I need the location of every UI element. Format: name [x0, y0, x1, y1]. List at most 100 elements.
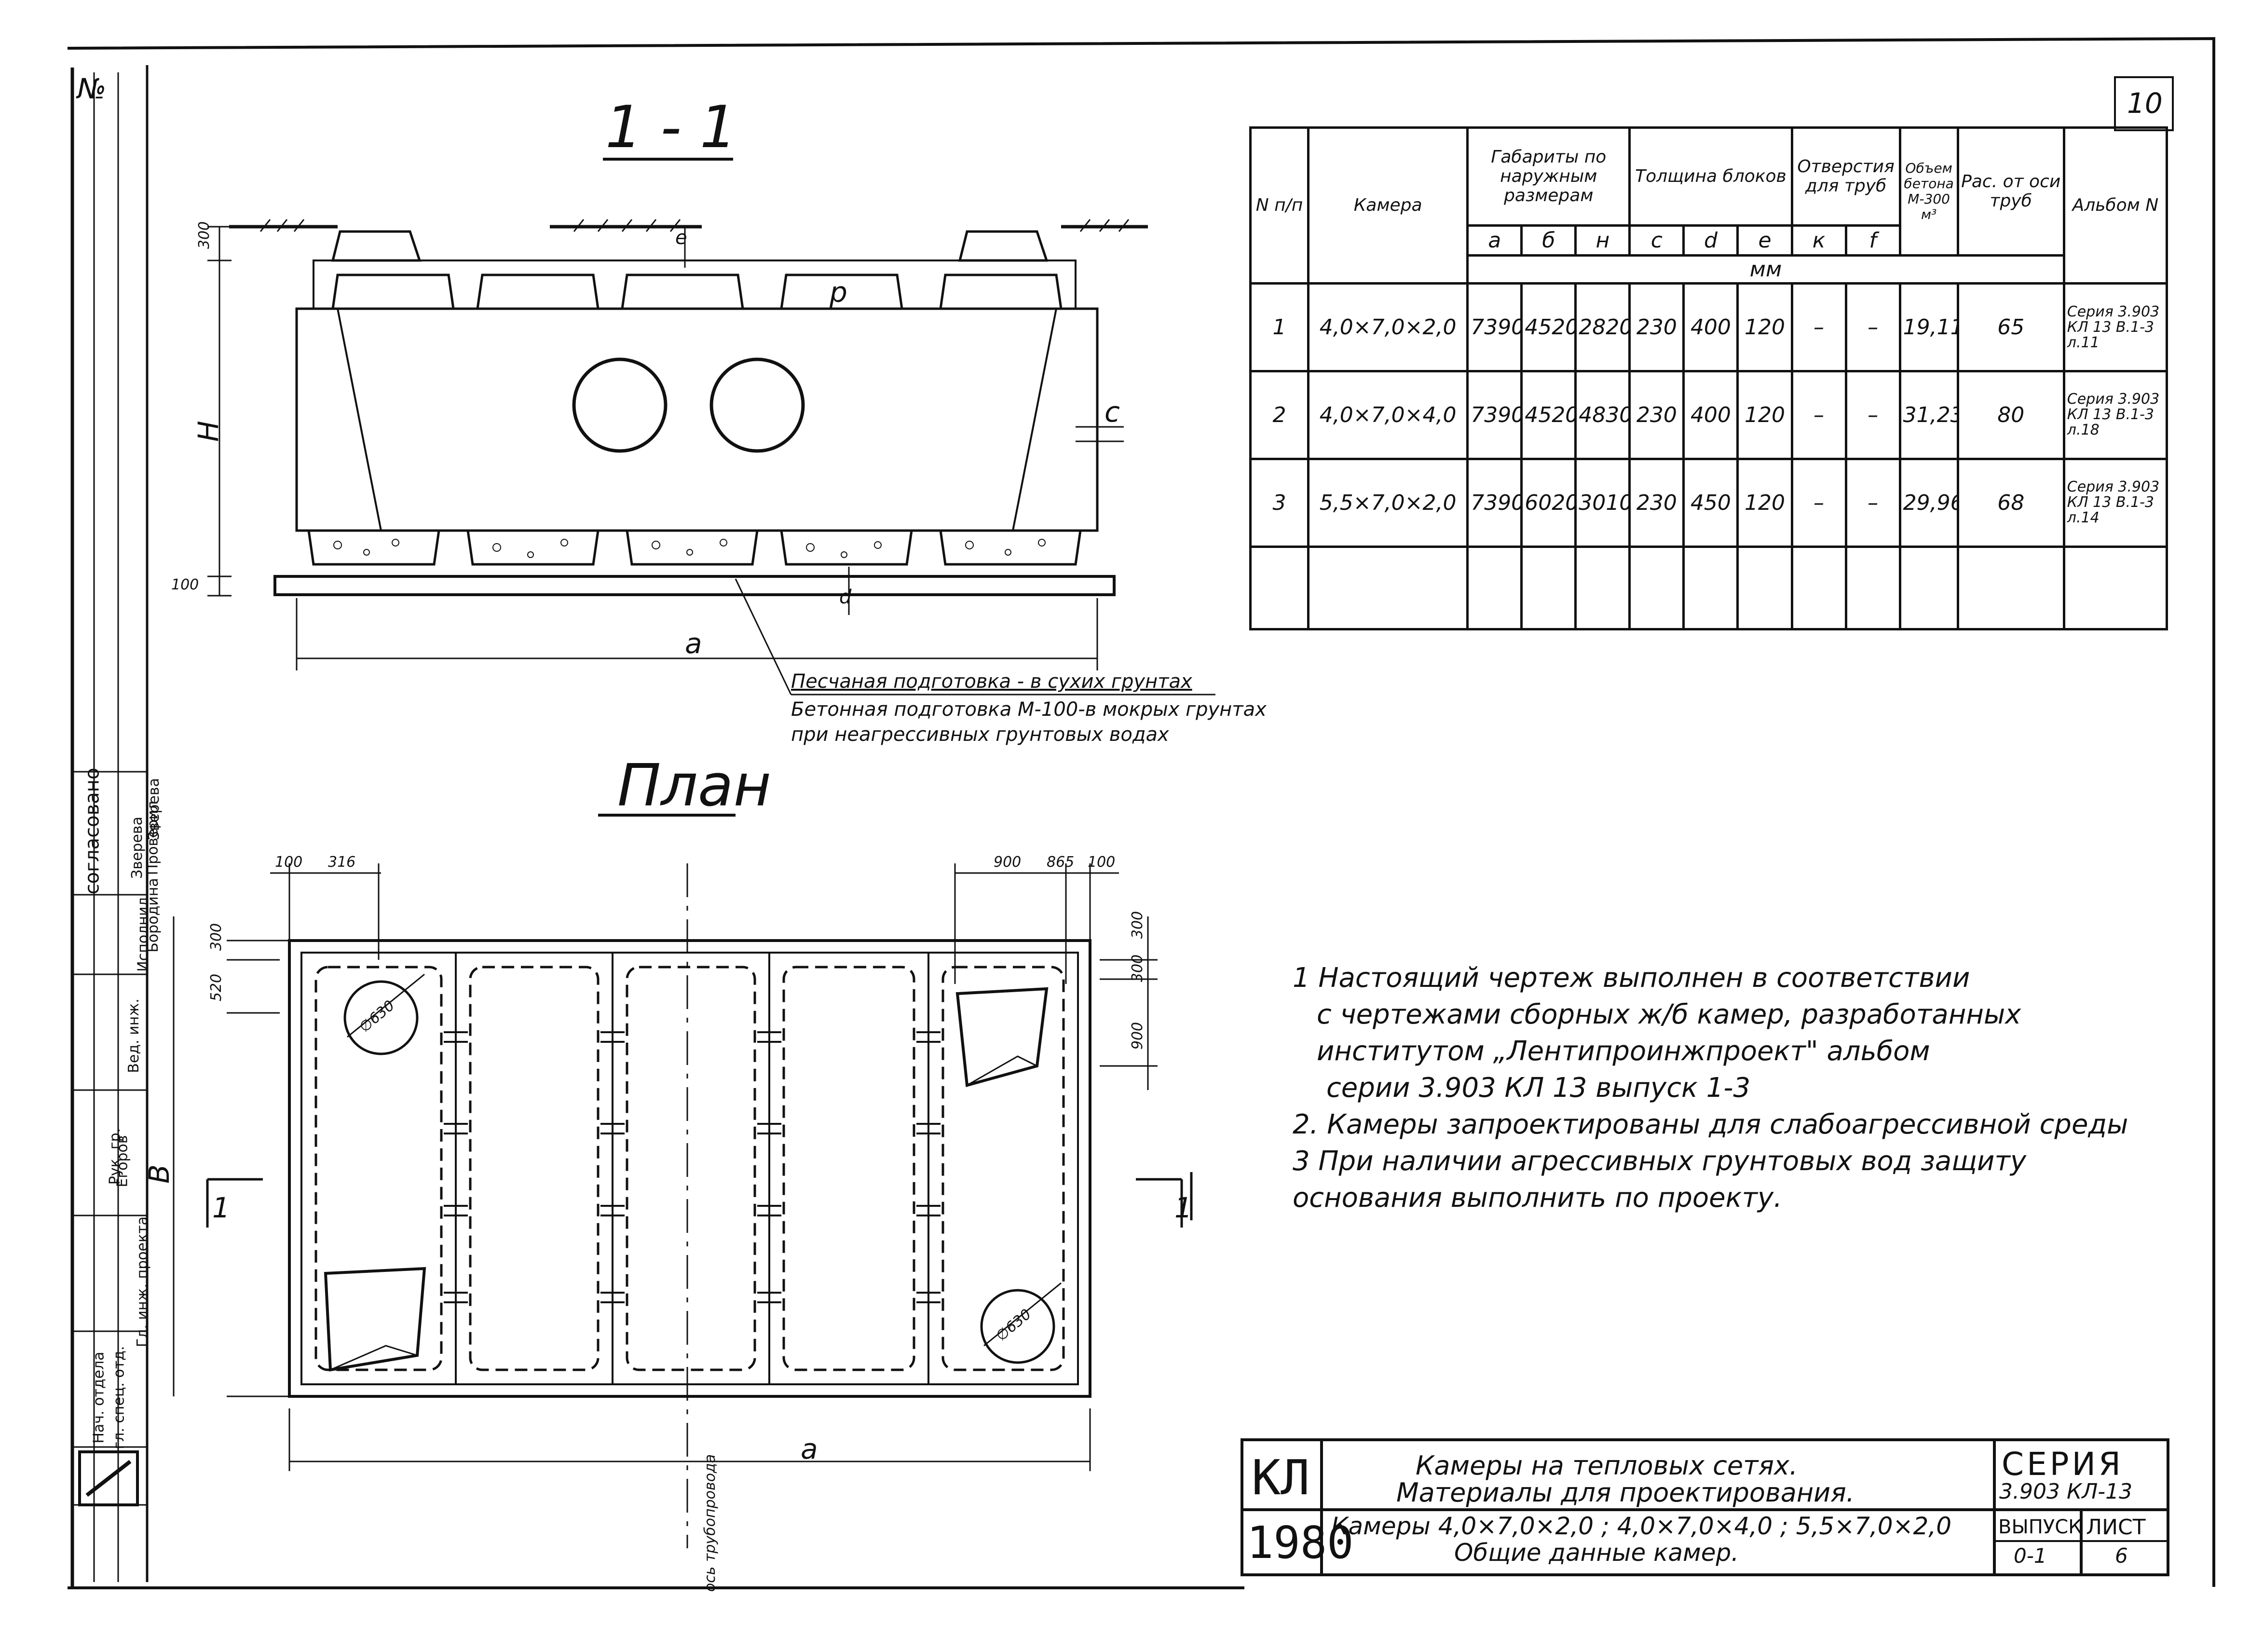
table-row-empty — [1249, 545, 2168, 631]
cell-pipes: 80 — [1956, 369, 2065, 460]
sub-h: н — [1574, 224, 1631, 257]
stamp-role-1: Нач. отдела — [90, 1352, 108, 1444]
cell-h: 4830 — [1574, 369, 1631, 460]
cell-volume: 31,23 — [1898, 369, 1959, 460]
cell-a: 7390 — [1466, 282, 1523, 372]
plan-label-a: a — [801, 1433, 818, 1465]
plan-title: План — [617, 752, 771, 819]
cell-k: – — [1790, 282, 1847, 372]
plan-dim-top-left-1: 100 — [275, 854, 303, 871]
cell-volume: 19,11 — [1898, 282, 1959, 372]
title-block: КЛ 1980 Камеры на тепловых сетях. Матери… — [1242, 1440, 2168, 1575]
plan-label-B: B — [142, 1164, 176, 1184]
plan-inner — [300, 952, 1079, 1385]
plan-outer — [288, 939, 1091, 1398]
cell-h: 3010 — [1574, 457, 1631, 548]
cell-b: 4520 — [1520, 369, 1577, 460]
col-header-dims: Габариты по наружным размерам — [1466, 126, 1631, 227]
cell-c: 230 — [1628, 369, 1685, 460]
col-header-holes: Отверстия для труб — [1790, 126, 1901, 227]
note-line: 1 Настоящий чертеж выполнен в соответств… — [1293, 962, 1970, 994]
plan-dim-top-left-2: 316 — [328, 854, 356, 871]
corner-number-mark: № — [77, 72, 107, 105]
section-label-d-top: d — [830, 280, 847, 313]
plan-cut-right: 1 — [1174, 1191, 1192, 1224]
note-line: 2. Камеры запроектированы для слабоагрес… — [1293, 1109, 2128, 1140]
cell-album: Серия 3.903 КЛ 13 В.1-3 л.11 — [2062, 282, 2168, 372]
plan-dim-left-2: 520 — [208, 973, 225, 1002]
plan-dim-top-right-2: 865 — [1047, 854, 1075, 871]
cell-h: 2820 — [1574, 282, 1631, 372]
col-header-num: N п/п — [1249, 126, 1310, 285]
cell-b: 6020 — [1520, 457, 1577, 548]
camera-spec-table: N п/п Камера Габариты по наружным размер… — [1249, 126, 2168, 631]
stamp-role-2: гл. спец. отд. — [110, 1346, 128, 1449]
col-header-camera: Камера — [1307, 126, 1469, 285]
plan-cut-left: 1 — [212, 1191, 230, 1224]
subtitle-line-2: Общие данные камер. — [1454, 1539, 1739, 1567]
note-line: 3 При наличии агрессивных грунтовых вод … — [1293, 1146, 2027, 1177]
col-header-thickness: Толщина блоков — [1628, 126, 1793, 227]
cell-n: 3 — [1249, 457, 1310, 548]
foundation-note-2: Бетонная подготовка М-100-в мокрых грунт… — [791, 698, 1267, 721]
col-header-pipes: Рас. от оси труб — [1956, 126, 2065, 257]
cell-e: 120 — [1736, 369, 1793, 460]
section-label-a: a — [685, 627, 702, 660]
pipe-axis-label: ось трубопровода — [702, 1454, 719, 1592]
notes-block: 1 Настоящий чертеж выполнен в соответств… — [1293, 960, 2161, 1216]
section-label-c: c — [1105, 396, 1120, 428]
pipe-opening-2 — [709, 357, 805, 453]
cell-n: 1 — [1249, 282, 1310, 372]
series-label: СЕРИЯ — [2002, 1446, 2124, 1483]
foundation-slab — [273, 575, 1116, 596]
manhole-2 — [980, 1289, 1055, 1364]
cell-n: 2 — [1249, 369, 1310, 460]
cell-f: – — [1844, 282, 1901, 372]
col-header-album: Альбом N — [2062, 126, 2168, 285]
stamp-role-3: Гл. инж. проекта — [134, 1216, 151, 1348]
unit-row: мм — [1466, 254, 2065, 285]
neck-right — [958, 230, 1049, 262]
cell-volume: 29,96 — [1898, 457, 1959, 548]
subtitle-line-1: Камеры 4,0×7,0×2,0 ; 4,0×7,0×4,0 ; 5,5×7… — [1331, 1512, 1952, 1540]
sub-f: f — [1844, 224, 1901, 257]
cell-c: 230 — [1628, 282, 1685, 372]
stamp-role-5: Вед. инж. — [125, 998, 142, 1073]
cell-f: – — [1844, 457, 1901, 548]
stamp-agreed-label: согласовано — [81, 767, 104, 895]
sub-c: c — [1628, 224, 1685, 257]
neck-left — [331, 230, 422, 262]
sheet-frame — [67, 37, 2215, 1587]
sub-b: б — [1520, 224, 1577, 257]
sub-a: a — [1466, 224, 1523, 257]
section-dim-top: 300 — [196, 221, 213, 249]
col-header-volume: Объем бетона М-300 м³ — [1898, 126, 1959, 257]
page-number: 10 — [2127, 87, 2163, 120]
plan-dim-top-right-3: 100 — [1088, 854, 1116, 871]
section-title: 1 - 1 — [605, 94, 737, 161]
section-dim-bottom: 100 — [171, 576, 199, 593]
cell-c: 230 — [1628, 457, 1685, 548]
title-line-1: Камеры на тепловых сетях. — [1416, 1450, 1798, 1481]
cell-camera: 4,0×7,0×2,0 — [1307, 282, 1469, 372]
stamp-name-3: Бородина — [144, 878, 162, 953]
cell-e: 120 — [1736, 282, 1793, 372]
cell-camera: 4,0×7,0×4,0 — [1307, 369, 1469, 460]
plan-dim-right-3: 900 — [1129, 1022, 1146, 1050]
sub-k: к — [1790, 224, 1847, 257]
plan-dim-right-2: 300 — [1129, 954, 1146, 983]
table-row: 2 4,0×7,0×4,0 7390 4520 4830 230 400 120… — [1249, 369, 2168, 460]
institute-logo — [78, 1450, 139, 1506]
section-label-H: H — [191, 421, 225, 442]
section-body — [295, 307, 1099, 532]
plan-dim-left-1: 300 — [208, 923, 225, 951]
title-line-2: Материалы для проектирования. — [1396, 1477, 1855, 1508]
plan-dim-right-1: 300 — [1129, 911, 1146, 939]
cell-d: 400 — [1682, 369, 1739, 460]
cell-camera: 5,5×7,0×2,0 — [1307, 457, 1469, 548]
table-row: 3 5,5×7,0×2,0 7390 6020 3010 230 450 120… — [1249, 457, 2168, 548]
stamp-name-1: Егоров — [114, 1135, 131, 1188]
sub-e: e — [1736, 224, 1793, 257]
table-row: 1 4,0×7,0×2,0 7390 4520 2820 230 400 120… — [1249, 282, 2168, 372]
foundation-note-3: при неагрессивных грунтовых водах — [791, 724, 1169, 746]
